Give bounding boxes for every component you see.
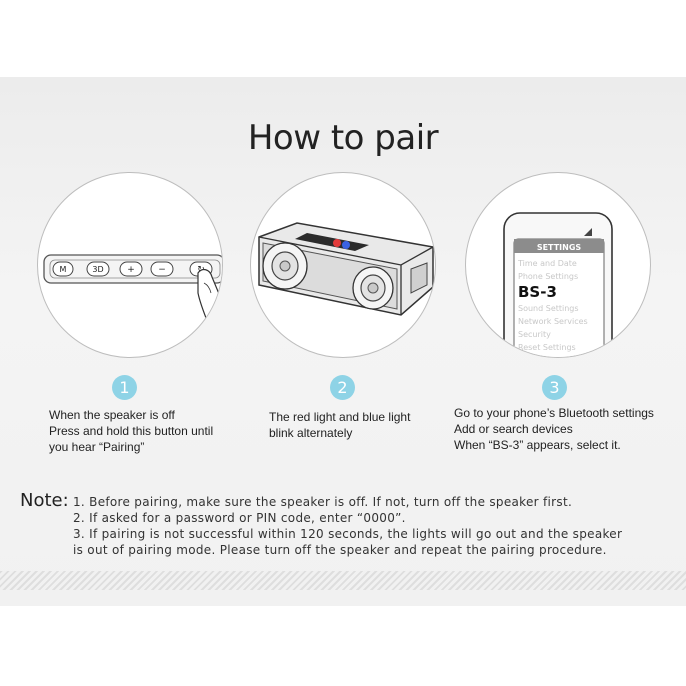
note-line-4: is out of pairing mode. Please turn off … <box>73 543 607 557</box>
step-1-text: When the speaker is off Press and hold t… <box>49 407 213 455</box>
button-3d: 3D <box>86 261 110 277</box>
button-3d-label: 3D <box>92 265 103 274</box>
step-1-illustration: M 3D + − ↻ <box>37 172 223 358</box>
phone-item-network: Network Services <box>518 317 588 326</box>
step-3-line-1: Go to your phone’s Bluetooth settings <box>454 406 654 420</box>
blue-led <box>342 241 350 249</box>
step-3-text: Go to your phone’s Bluetooth settings Ad… <box>454 405 654 453</box>
button-m-label: M <box>60 265 67 274</box>
step-3-illustration: SETTINGS Time and Date Phone Settings BS… <box>465 172 651 358</box>
signal-icon <box>584 228 592 236</box>
step-2-text: The red light and blue light blink alter… <box>269 409 410 441</box>
button-m: M <box>52 261 74 277</box>
step-2-badge: 2 <box>330 375 355 400</box>
step-3-line-3: When “BS-3” appears, select it. <box>454 438 621 452</box>
note-line-3: 3. If pairing is not successful within 1… <box>73 527 623 541</box>
phone-settings-header: SETTINGS <box>537 243 582 252</box>
finger-icon <box>197 268 222 324</box>
decorative-hatch-strip <box>0 571 686 590</box>
phone-item-reset: Reset Settings <box>518 343 576 352</box>
button-minus-label: − <box>158 265 166 275</box>
step-2-line-1: The red light and blue light <box>269 410 411 424</box>
step-1-line-2: Press and hold this button until <box>49 424 214 438</box>
step-3-line-2: Add or search devices <box>454 422 573 436</box>
button-plus-label: + <box>127 265 135 275</box>
note-line-2: 2. If asked for a password or PIN code, … <box>73 511 406 525</box>
phone-item-time: Time and Date <box>517 259 577 268</box>
step-1-badge: 1 <box>112 375 137 400</box>
red-led <box>333 239 341 247</box>
step-1-line-3: you hear “Pairing” <box>49 440 145 454</box>
note-line-1: 1. Before pairing, make sure the speaker… <box>73 495 573 509</box>
step-1-line-1: When the speaker is off <box>49 408 175 422</box>
phone-item-sound: Sound Settings <box>518 304 579 313</box>
page-title: How to pair <box>247 118 439 158</box>
step-2-line-2: blink alternately <box>269 426 353 440</box>
phone-item-bs3: BS-3 <box>518 283 557 301</box>
button-plus: + <box>119 261 143 277</box>
button-minus: − <box>150 261 174 277</box>
phone-item-security: Security <box>518 330 551 339</box>
step-3-badge: 3 <box>542 375 567 400</box>
note-label: Note: <box>20 490 69 511</box>
step-2-illustration <box>250 172 436 358</box>
phone-item-phone-settings: Phone Settings <box>518 272 578 281</box>
note-text: 1. Before pairing, make sure the speaker… <box>73 494 673 558</box>
